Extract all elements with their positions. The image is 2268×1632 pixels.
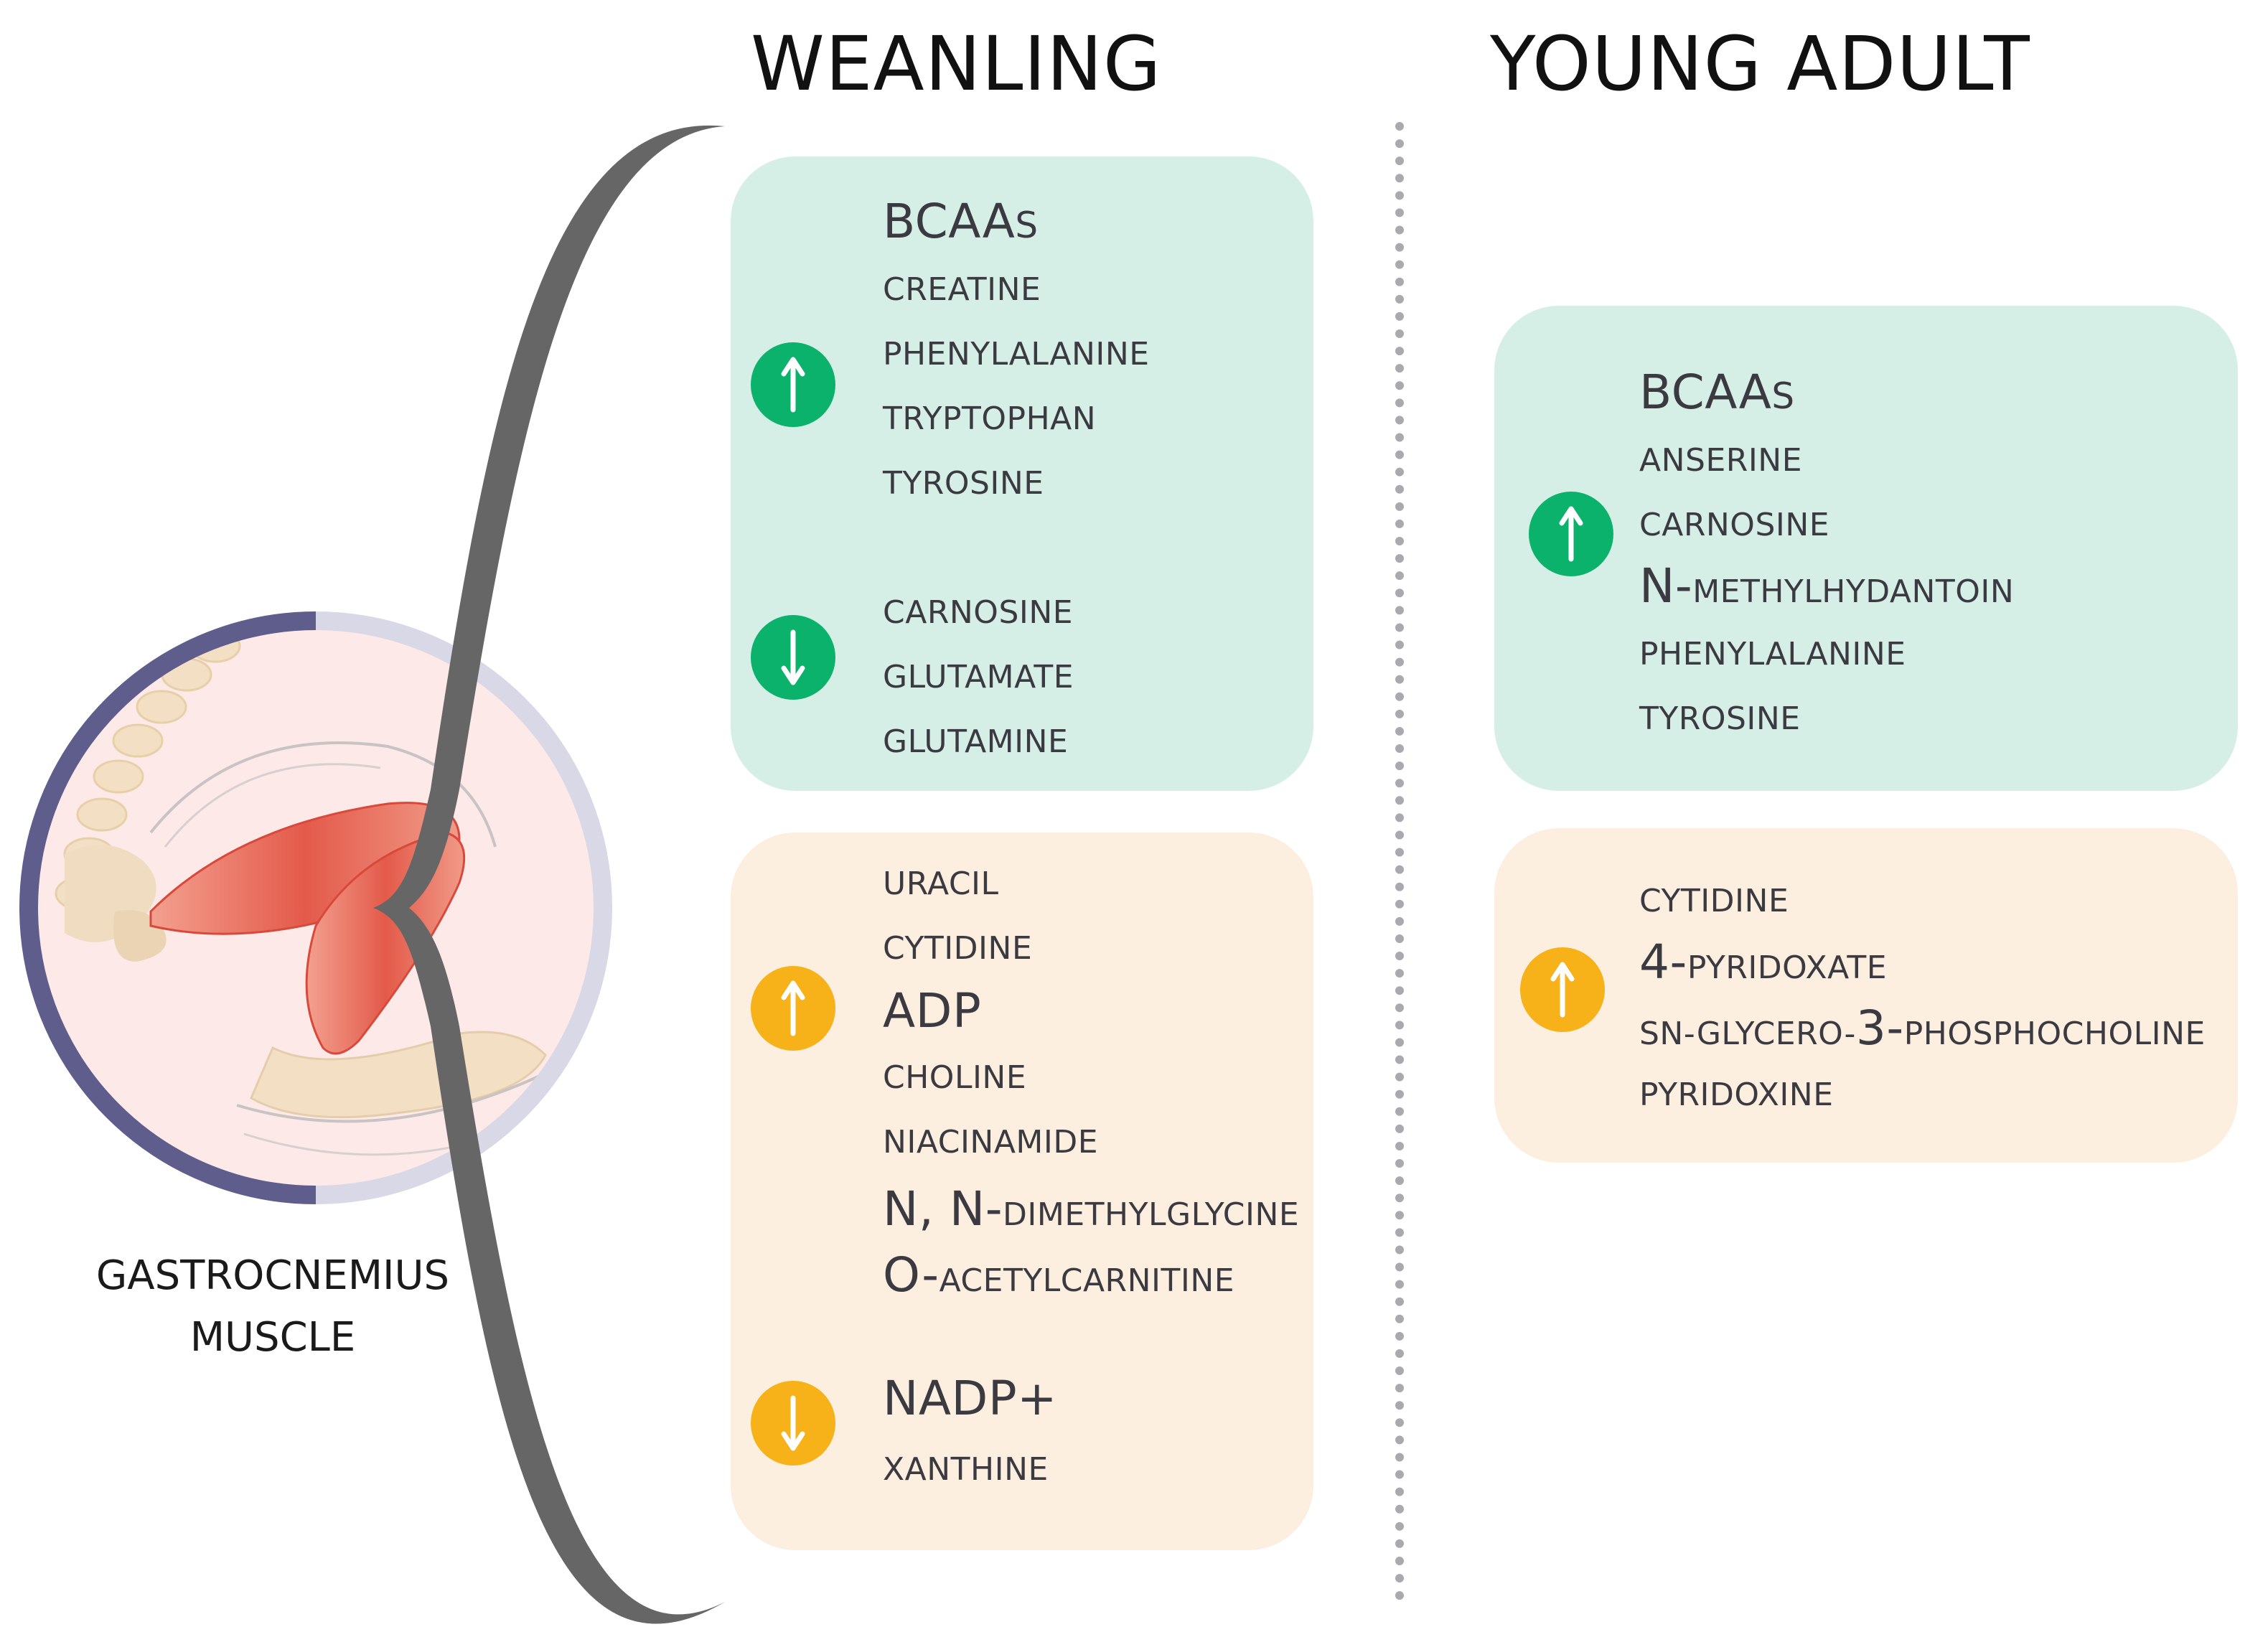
young-adult-other-box xyxy=(1494,828,2238,1163)
metabolite-label-part: SN-GLYCERO- xyxy=(1639,1016,1856,1052)
up-arrow-icon xyxy=(751,342,835,427)
metabolite-label-part: ACETYLCARNITINE xyxy=(939,1262,1235,1299)
metabolite-label-part: N- xyxy=(1639,558,1693,614)
metabolite-label: SN-GLYCERO-3-PHOSPHOCHOLINE xyxy=(1639,1000,2206,1056)
metabolite-label-part: GLUTAMINE xyxy=(883,723,1069,760)
metabolite-label: 4-PYRIDOXATE xyxy=(1639,934,1887,990)
metabolite-label: TYROSINE xyxy=(1639,700,1801,737)
metabolite-label: CYTIDINE xyxy=(1639,883,1789,919)
metabolite-label-part: O- xyxy=(883,1247,939,1303)
metabolite-label-part: PYRIDOXATE xyxy=(1687,949,1888,986)
muscle-illustration xyxy=(19,125,725,1624)
metabolite-label-part: URACIL xyxy=(883,866,999,902)
metabolite-label: TYROSINE xyxy=(883,465,1044,502)
up-arrow-icon xyxy=(751,966,835,1051)
metabolite-label-part: CARNOSINE xyxy=(1639,507,1830,543)
metabolite-label-part: S xyxy=(1015,205,1039,246)
metabolite-label: NIACINAMIDE xyxy=(883,1124,1098,1160)
metabolite-label-part: 4- xyxy=(1639,934,1687,990)
metabolite-label: URACIL xyxy=(883,866,999,902)
metabolite-label-part: BCAA xyxy=(883,194,1016,249)
metabolite-label-part: PHOSPHOCHOLINE xyxy=(1903,1016,2206,1052)
metabolite-label: N-METHYLHYDANTOIN xyxy=(1639,558,2014,614)
metabolite-label-part: CYTIDINE xyxy=(883,930,1033,967)
metabolite-label-part: ADP xyxy=(883,983,982,1038)
metabolite-label: PHENYLALANINE xyxy=(1639,636,1906,672)
metabolite-label: N, N-DIMETHYLGLYCINE xyxy=(883,1181,1299,1237)
column-divider xyxy=(1395,122,1404,1600)
metabolite-label-part: 3- xyxy=(1855,1000,1904,1056)
metabolite-label-part: CREATINE xyxy=(883,271,1041,308)
down-arrow-icon xyxy=(751,615,835,700)
metabolite-label-part: METHYLHYDANTOIN xyxy=(1692,573,2015,610)
metabolite-label-part: PHENYLALANINE xyxy=(1639,636,1906,672)
metabolite-label: XANTHINE xyxy=(883,1451,1049,1488)
metabolite-label-part: NADP+ xyxy=(883,1371,1057,1426)
metabolite-label: PYRIDOXINE xyxy=(1639,1077,1834,1113)
metabolite-label-part: TRYPTOPHAN xyxy=(883,400,1097,437)
metabolite-label: TRYPTOPHAN xyxy=(883,400,1096,437)
metabolite-label-part: BCAA xyxy=(1639,365,1772,420)
metabolite-label: PHENYLALANINE xyxy=(883,336,1150,372)
metabolite-label: GLUTAMINE xyxy=(883,723,1068,760)
metabolite-label: CHOLINE xyxy=(883,1059,1026,1096)
metabolite-label-part: CHOLINE xyxy=(883,1059,1027,1096)
young-adult-amino-box xyxy=(1494,306,2238,791)
metabolite-label: NADP+ xyxy=(883,1371,1057,1426)
metabolite-label-part: CARNOSINE xyxy=(883,594,1074,631)
heading-young-adult: YOUNG ADULT xyxy=(1490,20,2030,108)
metabolite-label-part: CYTIDINE xyxy=(1639,883,1789,919)
up-arrow-icon xyxy=(1520,947,1605,1032)
metabolite-label-part: NIACINAMIDE xyxy=(883,1124,1099,1160)
metabolite-label-part: GLUTAMATE xyxy=(883,659,1074,695)
weanling-amino-box xyxy=(731,156,1313,791)
metabolite-label: O-ACETYLCARNITINE xyxy=(883,1247,1234,1303)
metabolite-label-part: PHENYLALANINE xyxy=(883,336,1150,372)
metabolite-label-part: ANSERINE xyxy=(1639,442,1803,479)
metabolite-label-part: DIMETHYLGLYCINE xyxy=(1003,1196,1300,1233)
metabolite-label: BCAAS xyxy=(1639,365,1795,420)
metabolite-label: BCAAS xyxy=(883,194,1039,249)
metabolite-label-part: N, N- xyxy=(883,1181,1003,1237)
metabolite-label: CARNOSINE xyxy=(883,594,1073,631)
metabolite-label: CARNOSINE xyxy=(1639,507,1829,543)
metabolite-label: CREATINE xyxy=(883,271,1041,308)
up-arrow-icon xyxy=(1529,492,1613,576)
metabolite-label-part: PYRIDOXINE xyxy=(1639,1077,1834,1113)
muscle-label-line2: MUSCLE xyxy=(189,1314,356,1361)
down-arrow-icon xyxy=(751,1381,835,1465)
heading-weanling: WEANLING xyxy=(751,20,1162,108)
metabolite-label-part: XANTHINE xyxy=(883,1451,1049,1488)
metabolite-label-part: TYROSINE xyxy=(1639,700,1801,737)
metabolite-label: CYTIDINE xyxy=(883,930,1032,967)
metabolite-label-part: TYROSINE xyxy=(883,465,1044,502)
metabolite-label: ANSERINE xyxy=(1639,442,1802,479)
metabolite-label: ADP xyxy=(883,983,981,1038)
muscle-label: GASTROCNEMIUS MUSCLE xyxy=(57,1245,488,1369)
metabolite-label: GLUTAMATE xyxy=(883,659,1074,695)
metabolite-label-part: S xyxy=(1771,375,1795,417)
muscle-label-line1: GASTROCNEMIUS xyxy=(95,1252,450,1299)
